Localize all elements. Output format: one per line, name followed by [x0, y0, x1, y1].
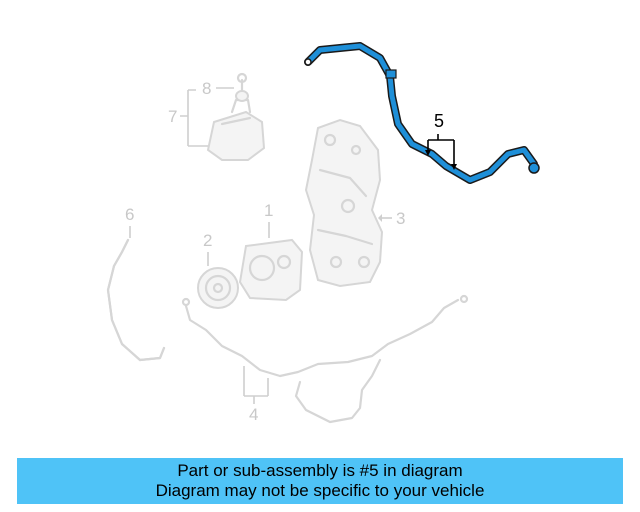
svg-text:2: 2: [203, 231, 212, 250]
pressure-line-part: [181, 294, 469, 424]
callout-4: 4: [243, 366, 269, 424]
callout-3: 3: [378, 209, 405, 228]
svg-text:4: 4: [249, 405, 258, 424]
pulley-part: [197, 267, 239, 309]
return-hose-part: [106, 238, 166, 362]
callout-8: 8: [202, 79, 234, 98]
banner-line-2: Diagram may not be specific to your vehi…: [155, 481, 485, 500]
svg-text:7: 7: [168, 107, 177, 126]
bracket-part: [304, 118, 384, 288]
callout-5: 5: [425, 111, 457, 170]
svg-text:6: 6: [125, 205, 134, 224]
svg-text:8: 8: [202, 79, 211, 98]
callout-2: 2: [203, 231, 212, 266]
callout-6: 6: [125, 205, 134, 238]
callout-1: 1: [264, 201, 273, 238]
banner-line-1: Part or sub-assembly is #5 in diagram: [177, 461, 463, 480]
svg-text:1: 1: [264, 201, 273, 220]
svg-text:3: 3: [396, 209, 405, 228]
reservoir-part: [206, 72, 266, 161]
highlighted-hose-part-5[interactable]: [304, 42, 540, 184]
pump-part: [238, 238, 304, 302]
parts-diagram: 7 8 3 1 2: [106, 42, 540, 424]
info-banner: Part or sub-assembly is #5 in diagram Di…: [17, 458, 623, 504]
svg-text:5: 5: [434, 111, 444, 131]
callout-7: 7: [168, 89, 208, 147]
